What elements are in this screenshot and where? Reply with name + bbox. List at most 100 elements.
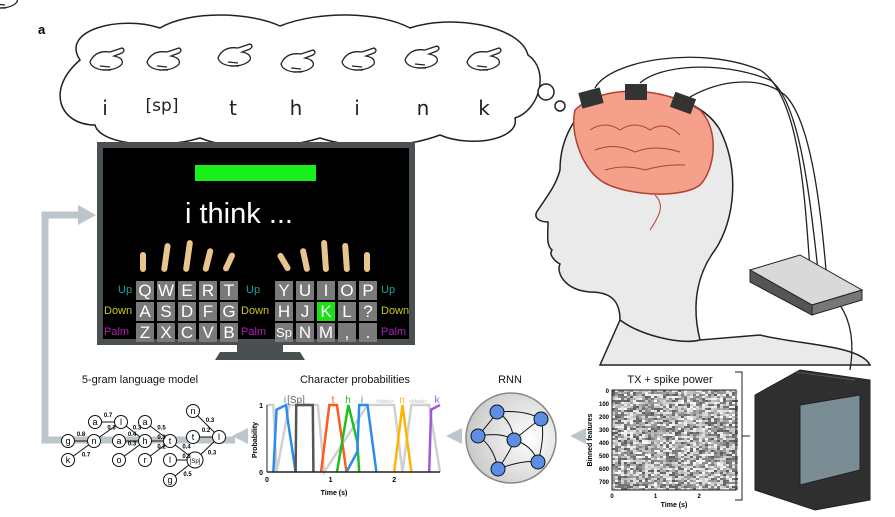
heatmap-cell [669, 410, 672, 412]
heatmap-cell [684, 434, 687, 436]
heatmap-cell [723, 420, 726, 422]
bubble-letter: k [478, 96, 490, 120]
heatmap-cell [636, 416, 639, 418]
heatmap-cell [639, 422, 642, 424]
heatmap-cell [708, 472, 711, 474]
heatmap-cell [624, 416, 627, 418]
lm-edge-prob: 0.4 [182, 445, 191, 451]
heatmap-cell [654, 400, 657, 402]
heatmap-cell [615, 406, 618, 408]
heatmap-cell [690, 468, 693, 470]
lm-edge-prob: 0.5 [183, 472, 192, 478]
heatmap-cell [648, 424, 651, 426]
heatmap-cell [636, 468, 639, 470]
heatmap-cell [678, 438, 681, 440]
heatmap-cell [633, 470, 636, 472]
heatmap-cell [627, 418, 630, 420]
heatmap-cell [645, 462, 648, 464]
heatmap-cell [660, 486, 663, 488]
heatmap-cell [681, 430, 684, 432]
heatmap-cell [717, 406, 720, 408]
heatmap-cell [690, 460, 693, 462]
heatmap-cell [636, 428, 639, 430]
heatmap-cell [684, 480, 687, 482]
heatmap-cell [720, 426, 723, 428]
heatmap-cell [666, 430, 669, 432]
heatmap-cell [714, 408, 717, 410]
heatmap-cell [726, 392, 729, 394]
heatmap-cell [630, 416, 633, 418]
char-label: i [361, 395, 363, 406]
heatmap-cell [684, 410, 687, 412]
heatmap-cell [687, 440, 690, 442]
heatmap-cell [615, 448, 618, 450]
heatmap-cell [645, 400, 648, 402]
heatmap-cell [648, 480, 651, 482]
heatmap-cell [639, 438, 642, 440]
heatmap-cell [708, 484, 711, 486]
heatmap-cell [624, 434, 627, 436]
bubble-letter: [sp] [145, 96, 179, 116]
heatmap-cell [708, 476, 711, 478]
heatmap-cell [690, 402, 693, 404]
heatmap-cell [636, 462, 639, 464]
heatmap-cell [627, 424, 630, 426]
heatmap-cell [687, 428, 690, 430]
heatmap-cell [732, 396, 735, 398]
heatmap-cell [666, 416, 669, 418]
heatmap-cell [624, 398, 627, 400]
heatmap-cell [690, 430, 693, 432]
probs-title: Character probabilities [299, 374, 411, 386]
heatmap-cell [630, 394, 633, 396]
heatmap-cell [660, 402, 663, 404]
heatmap-cell [684, 440, 687, 442]
heatmap-cell [660, 460, 663, 462]
heatmap-cell [708, 488, 711, 490]
heatmap-cell [726, 416, 729, 418]
heatmap-cell [708, 456, 711, 458]
heatmap-cell [690, 432, 693, 434]
heatmap-cell [672, 424, 675, 426]
lm-node [112, 453, 126, 467]
heatmap-cell [681, 424, 684, 426]
heatmap-cell [723, 398, 726, 400]
heatmap-cell [651, 450, 654, 452]
heatmap-cell [690, 400, 693, 402]
heatmap-cell [708, 420, 711, 422]
heatmap-cell [678, 398, 681, 400]
heatmap-cell [612, 440, 615, 442]
heatmap-cell [705, 418, 708, 420]
heatmap-cell [666, 436, 669, 438]
heatmap-cell [612, 478, 615, 480]
heatmap-cell [624, 440, 627, 442]
heatmap-cell [639, 474, 642, 476]
heatmap-cell [702, 422, 705, 424]
heatmap-cell [711, 436, 714, 438]
heatmap-cell [705, 392, 708, 394]
rnn-node [506, 432, 522, 448]
heatmap-cell [651, 458, 654, 460]
heatmap-cell [711, 438, 714, 440]
heatmap-cell [687, 426, 690, 428]
heatmap-cell [669, 398, 672, 400]
heatmap-cell [645, 412, 648, 414]
heatmap-cell [696, 446, 699, 448]
heatmap-cell [678, 464, 681, 466]
heatmap-cell [618, 468, 621, 470]
heatmap-cell [708, 464, 711, 466]
heatmap-cell [651, 482, 654, 484]
heatmap-cell [702, 430, 705, 432]
y-tick-label: 0 [606, 389, 610, 395]
heatmap-cell [657, 422, 660, 424]
heatmap-cell [633, 410, 636, 412]
heatmap-cell [714, 398, 717, 400]
heatmap-cell [723, 464, 726, 466]
heatmap-cell [690, 422, 693, 424]
heatmap-cell [627, 474, 630, 476]
heatmap-cell [636, 392, 639, 394]
heatmap-cell [639, 414, 642, 416]
heatmap-cell [669, 400, 672, 402]
heatmap-cell [696, 424, 699, 426]
heatmap-cell [693, 470, 696, 472]
heatmap-cell [675, 410, 678, 412]
